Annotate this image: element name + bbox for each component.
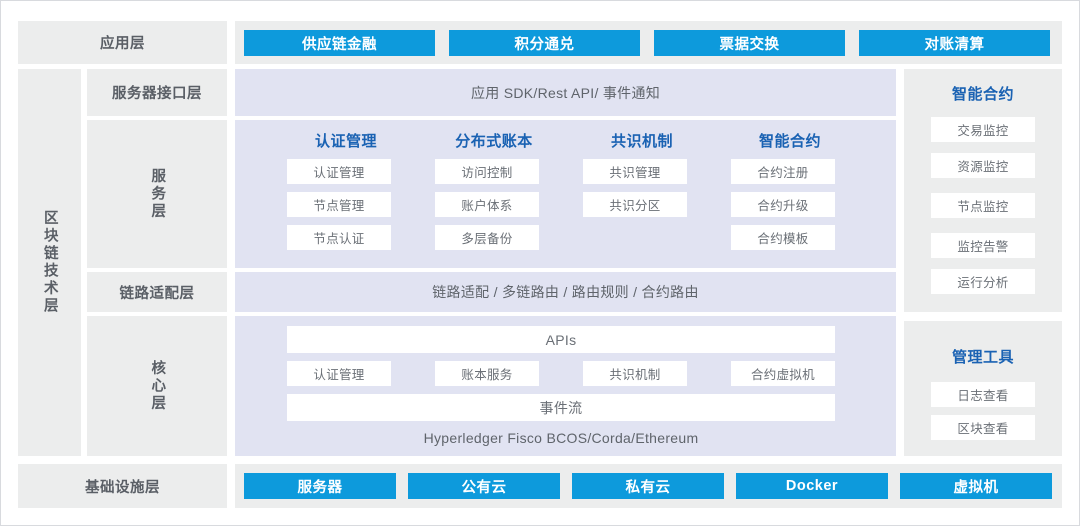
chip-label: 节点管理 [313, 199, 365, 213]
right-chip-runtime-analysis[interactable]: 运行分析 [931, 269, 1035, 294]
row-label-infrastructure: 基础设施层 [18, 464, 227, 508]
right-chip-block-viewer[interactable]: 区块查看 [931, 415, 1035, 440]
row-label-application: 应用层 [18, 21, 227, 64]
infra-button-public-cloud[interactable]: 公有云 [408, 473, 560, 499]
row-label-service: 服务层 [87, 120, 227, 268]
infra-button-label: 公有云 [461, 479, 507, 496]
service-column-title-auth: 认证管理 [287, 129, 405, 151]
core-layer-label: 核心层 [149, 359, 166, 413]
app-button-bill-exchange[interactable]: 票据交换 [654, 30, 845, 56]
column-title: 共识机制 [610, 132, 673, 150]
core-footer-platforms: Hyperledger Fisco BCOS/Corda/Ethereum [287, 426, 835, 450]
service-layer-label: 服务层 [149, 167, 166, 221]
chip-label: 访问控制 [461, 166, 513, 180]
service-column-title-consensus: 共识机制 [583, 129, 701, 151]
app-button-label: 积分通兑 [514, 36, 575, 53]
service-chip-multilayer-backup[interactable]: 多层备份 [435, 225, 539, 250]
app-button-label: 票据交换 [719, 36, 780, 53]
chip-label: 账户体系 [461, 199, 513, 213]
chip-label: 节点监控 [957, 200, 1009, 214]
chip-label: 合约升级 [757, 199, 809, 213]
core-module-contract-vm[interactable]: 合约虚拟机 [731, 361, 835, 386]
panel-title: 管理工具 [951, 348, 1014, 366]
chip-label: 资源监控 [957, 160, 1009, 174]
column-title: 智能合约 [758, 132, 821, 150]
application-layer-label: 应用层 [100, 36, 145, 52]
chip-label: 区块查看 [957, 422, 1009, 436]
app-button-reconciliation-settlement[interactable]: 对账清算 [859, 30, 1050, 56]
infra-button-label: 私有云 [625, 479, 671, 496]
link-adapter-layer-label: 链路适配层 [119, 285, 195, 302]
service-column-title-smart-contract: 智能合约 [731, 129, 849, 151]
server-interface-layer-label: 服务器接口层 [112, 86, 202, 102]
chip-label: 共识分区 [609, 199, 661, 213]
infrastructure-layer-label: 基础设施层 [85, 479, 160, 496]
service-chip-contract-register[interactable]: 合约注册 [731, 159, 835, 184]
core-event-stream-bar[interactable]: 事件流 [287, 394, 835, 421]
core-footer-label: Hyperledger Fisco BCOS/Corda/Ethereum [423, 430, 699, 446]
service-chip-node-auth[interactable]: 节点认证 [287, 225, 391, 250]
core-module-auth-mgmt[interactable]: 认证管理 [287, 361, 391, 386]
chip-label: 合约注册 [757, 166, 809, 180]
left-rail-blockchain-tech-layer: 区块链技术层 [18, 69, 81, 456]
infra-button-virtual-machine[interactable]: 虚拟机 [900, 473, 1052, 499]
infra-button-label: 虚拟机 [953, 479, 999, 496]
right-panel-management-tools-title: 管理工具 [904, 344, 1062, 368]
service-chip-access-control[interactable]: 访问控制 [435, 159, 539, 184]
column-title: 认证管理 [314, 132, 377, 150]
chip-label: 节点认证 [313, 232, 365, 246]
link-adapter-content: 链路适配 / 多链路由 / 路由规则 / 合约路由 [235, 272, 896, 312]
chip-label: 运行分析 [957, 276, 1009, 290]
chip-label: 日志查看 [957, 389, 1009, 403]
infra-button-label: Docker [785, 478, 839, 494]
chip-label: 交易监控 [957, 124, 1009, 138]
service-chip-account-system[interactable]: 账户体系 [435, 192, 539, 217]
link-adapter-text: 链路适配 / 多链路由 / 路由规则 / 合约路由 [432, 284, 699, 300]
left-rail-label: 区块链技术层 [41, 210, 58, 315]
server-interface-content: 应用 SDK/Rest API/ 事件通知 [235, 69, 896, 116]
right-chip-monitor-alarm[interactable]: 监控告警 [931, 233, 1035, 258]
row-label-server-interface: 服务器接口层 [87, 69, 227, 116]
chip-label: 共识机制 [609, 368, 661, 382]
core-module-ledger-service[interactable]: 账本服务 [435, 361, 539, 386]
service-chip-contract-upgrade[interactable]: 合约升级 [731, 192, 835, 217]
app-button-supply-chain-finance[interactable]: 供应链金融 [244, 30, 435, 56]
core-module-consensus-mechanism[interactable]: 共识机制 [583, 361, 687, 386]
right-chip-node-monitor[interactable]: 节点监控 [931, 193, 1035, 218]
right-chip-transaction-monitor[interactable]: 交易监控 [931, 117, 1035, 142]
service-chip-contract-template[interactable]: 合约模板 [731, 225, 835, 250]
service-chip-node-mgmt[interactable]: 节点管理 [287, 192, 391, 217]
infra-button-server[interactable]: 服务器 [244, 473, 396, 499]
chip-label: 账本服务 [461, 368, 513, 382]
service-chip-consensus-mgmt[interactable]: 共识管理 [583, 159, 687, 184]
chip-label: 共识管理 [609, 166, 661, 180]
server-interface-text: 应用 SDK/Rest API/ 事件通知 [470, 84, 661, 101]
service-chip-consensus-partition[interactable]: 共识分区 [583, 192, 687, 217]
row-label-core: 核心层 [87, 316, 227, 456]
core-apis-label: APIs [545, 331, 577, 348]
infra-button-docker[interactable]: Docker [736, 473, 888, 499]
row-label-link-adapter: 链路适配层 [87, 272, 227, 312]
chip-label: 认证管理 [313, 166, 365, 180]
app-button-label: 供应链金融 [302, 36, 377, 53]
right-chip-log-viewer[interactable]: 日志查看 [931, 382, 1035, 407]
core-apis-bar[interactable]: APIs [287, 326, 835, 353]
right-panel-smart-contract-title: 智能合约 [904, 81, 1062, 105]
right-chip-resource-monitor[interactable]: 资源监控 [931, 153, 1035, 178]
app-button-points-exchange[interactable]: 积分通兑 [449, 30, 640, 56]
infra-button-label: 服务器 [297, 479, 343, 496]
chip-label: 监控告警 [957, 240, 1009, 254]
service-chip-auth-mgmt[interactable]: 认证管理 [287, 159, 391, 184]
core-event-stream-label: 事件流 [539, 399, 583, 416]
chip-label: 认证管理 [313, 368, 365, 382]
service-column-title-distributed-ledger: 分布式账本 [435, 129, 553, 151]
chip-label: 多层备份 [461, 232, 513, 246]
panel-title: 智能合约 [951, 85, 1014, 103]
app-button-label: 对账清算 [924, 36, 985, 53]
chip-label: 合约模板 [757, 232, 809, 246]
infra-button-private-cloud[interactable]: 私有云 [572, 473, 724, 499]
column-title: 分布式账本 [455, 132, 533, 150]
chip-label: 合约虚拟机 [750, 368, 815, 382]
